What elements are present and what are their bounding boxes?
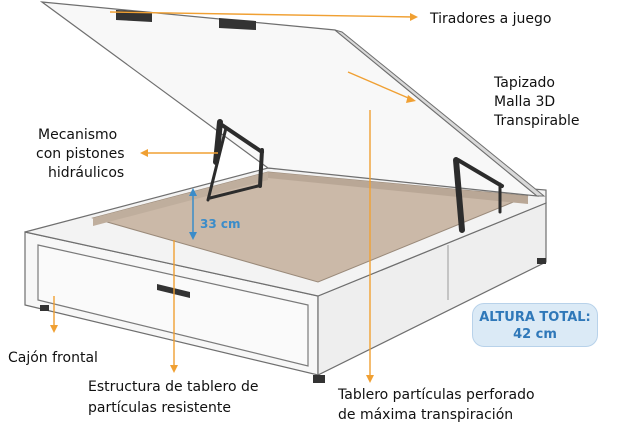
storage-left-wall	[93, 172, 268, 226]
total-height-value: 42 cm	[513, 327, 557, 342]
label-structure-1: Estructura de tablero de	[88, 379, 259, 395]
lid-handle-right[interactable]	[219, 18, 256, 30]
foot-front	[313, 375, 325, 383]
depth-arrow-up	[189, 188, 197, 196]
foot-right	[537, 258, 546, 264]
label-handles: Tiradores a juego	[430, 11, 552, 27]
label-board-2: de máxima transpiración	[338, 407, 514, 423]
label-front-drawer: Cajón frontal	[8, 350, 98, 366]
total-height-title: ALTURA TOTAL:	[479, 310, 591, 325]
front-drawer[interactable]	[37, 244, 309, 367]
label-board-1: Tablero partículas perforado	[338, 387, 535, 403]
hydraulic-mechanism-right	[453, 157, 504, 233]
lifted-lid-edge	[334, 29, 546, 197]
label-mechanism-1: Mecanismo	[38, 127, 118, 143]
label-upholstery-3: Transpirable	[494, 113, 580, 129]
hydraulic-mechanism-left	[206, 119, 264, 202]
label-mechanism-3: hidráulicos	[48, 165, 125, 181]
depth-measure-label: 33 cm	[200, 217, 241, 231]
label-structure-2: partículas resistente	[88, 400, 232, 416]
storage-back-wall	[268, 172, 528, 204]
depth-arrow-down	[189, 232, 197, 240]
label-upholstery-2: Malla 3D	[494, 94, 556, 110]
label-upholstery-1: Tapizado	[494, 75, 555, 91]
annotation-arrows	[50, 11, 418, 383]
foot-left	[40, 305, 49, 311]
total-height-badge: ALTURA TOTAL: 42 cm	[472, 303, 598, 347]
label-mechanism-2: con pistones	[36, 146, 125, 162]
